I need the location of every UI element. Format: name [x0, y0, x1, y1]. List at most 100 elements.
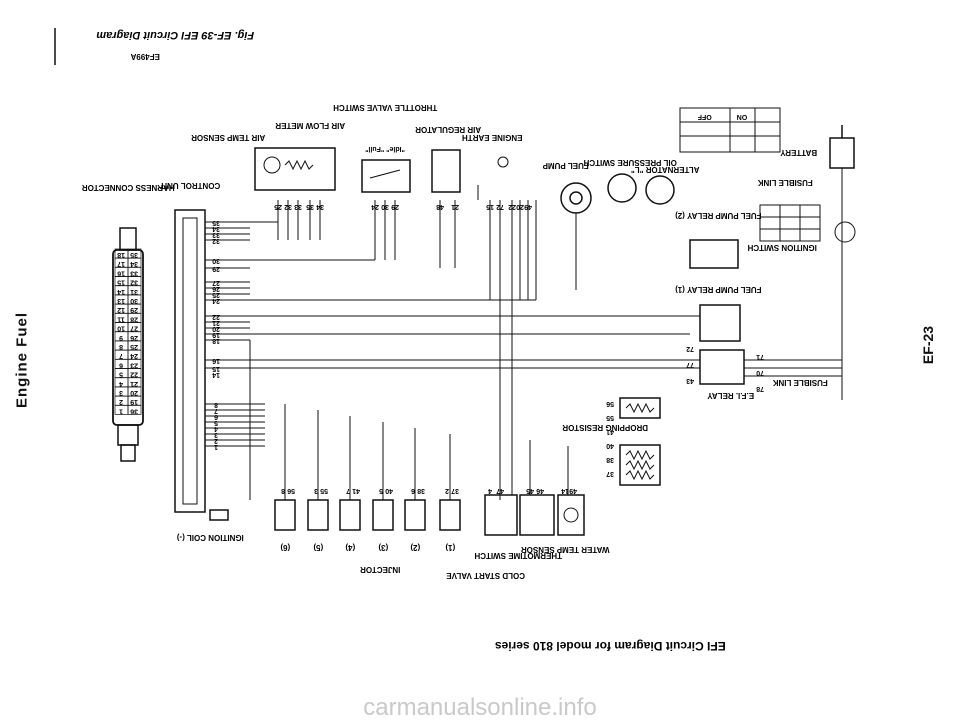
harness-connector: 1817161514131211109876543213534333231302…	[82, 183, 175, 462]
resistor-terminal: 40	[606, 442, 614, 449]
fuel-pump-relay-2: FUEL PUMP RELAY (2)	[675, 211, 762, 269]
harness-pin-number: 6	[119, 361, 123, 368]
oil-pressure-switch-label: OIL PRESSURE SWITCH	[583, 158, 676, 167]
terminal-number-left: 25	[212, 291, 220, 298]
harness-pin-number: 10	[117, 325, 125, 332]
battery-label: BATTERY	[780, 148, 818, 157]
terminal-number-left: 32	[212, 237, 220, 244]
harness-pin-number: 22	[130, 371, 138, 378]
terminal-number-left: 26	[212, 285, 220, 292]
terminal-number-bottom: 37	[451, 487, 459, 494]
terminal-number-bottom: 38	[417, 487, 425, 494]
harness-pin-number: 27	[130, 325, 138, 332]
harness-pin-number: 5	[119, 371, 123, 378]
resistor-terminal: 37	[606, 470, 614, 477]
alternator: ALTERNATOR "L"	[631, 165, 699, 205]
relay-terminal: 72	[686, 345, 694, 352]
resistor-terminal: 38	[606, 456, 614, 463]
terminal-number-bottom: 7	[346, 487, 350, 494]
harness-pin-number: 21	[130, 380, 138, 387]
terminal-number-bottom: 8	[281, 487, 285, 494]
terminal-number-bottom: 49	[569, 487, 577, 494]
terminal-number-top: 24	[371, 203, 379, 210]
harness-pin-number: 2	[119, 398, 123, 405]
injector-number: (1)	[445, 543, 455, 552]
engine-earth: ENGINE EARTH	[462, 133, 523, 200]
resistor-terminal: 41	[606, 428, 614, 435]
injector-label: INJECTOR	[360, 565, 401, 574]
harness-pin-number: 20	[130, 389, 138, 396]
terminal-number-bottom: 47	[496, 487, 504, 494]
injector-number: (3)	[378, 543, 388, 552]
fusible-link-top-label: FUSIBLE LINK	[757, 178, 812, 187]
harness-pin-number: 28	[130, 315, 138, 322]
air-regulator-label: AIR REGULATOR	[415, 125, 481, 134]
water-temp-sensor: WATER TEMP SENSOR	[521, 494, 610, 554]
terminal-number-top: 15	[486, 203, 494, 210]
cold-start-valve: COLD START VALVE	[446, 494, 525, 580]
harness-pin-number: 11	[117, 315, 125, 322]
figure-code: EF499A	[130, 52, 160, 61]
terminal-number-top: 30	[381, 203, 389, 210]
terminal-number-top: 22	[508, 203, 516, 210]
terminal-number-top: 34	[316, 203, 324, 210]
ignition-switch: IGNITION SWITCH	[747, 204, 856, 252]
watermark: carmanualsonline.info	[363, 694, 597, 721]
throttle-valve-switch: "Idle" "Full" THROTTLE VALVE SWITCH	[333, 103, 437, 193]
harness-pin-number: 16	[117, 269, 125, 276]
terminal-number-top: 32	[284, 203, 292, 210]
terminal-number-bottom: 41	[352, 487, 360, 494]
harness-pin-number: 30	[130, 297, 138, 304]
terminal-number-left: 35	[212, 219, 220, 226]
relay-terminal: 43	[686, 377, 694, 384]
dropping-resistor-label: DROPPING RESISTOR	[562, 423, 648, 432]
alternator-status-table: OFF ON	[679, 107, 781, 153]
terminal-number-left: 3	[214, 431, 218, 438]
ignition-coil: IGNITION COIL (-)	[177, 509, 244, 542]
table-on: ON	[737, 113, 748, 120]
terminal-number-top: 48	[436, 203, 444, 210]
terminal-number-left: 27	[212, 279, 220, 286]
terminal-number-bottom: 46	[536, 487, 544, 494]
terminal-number-left: 34	[212, 225, 220, 232]
injector-number: (6)	[280, 543, 290, 552]
fuel-pump-label: FUEL PUMP	[542, 161, 589, 170]
thermotime-switch-label: THERMOTIME SWITCH	[474, 551, 562, 560]
air-flow-meter-label: AIR FLOW METER	[275, 121, 345, 130]
harness-pin-number: 14	[117, 288, 125, 295]
terminal-number-top: 20	[516, 203, 524, 210]
harness-pin-number: 18	[117, 251, 125, 258]
terminal-number-left: 4	[214, 425, 218, 432]
throttle-switch-label: THROTTLE VALVE SWITCH	[333, 103, 437, 112]
engine-earth-label: ENGINE EARTH	[462, 133, 523, 142]
harness-pin-number: 4	[119, 380, 123, 387]
relay-terminal: 78	[756, 385, 764, 392]
figure-caption: Fig. EF-39 EFI Circuit Diagram	[96, 29, 254, 41]
terminal-number-bottom: 45	[526, 487, 534, 494]
harness-pin-number: 32	[130, 279, 138, 286]
terminal-number-left: 30	[212, 257, 220, 264]
page-title: EFI Circuit Diagram for model 810 series	[495, 639, 726, 653]
terminal-number-bottom: 2	[445, 487, 449, 494]
oil-pressure-switch: OIL PRESSURE SWITCH	[583, 158, 677, 203]
fusible-link-lower-label: FUSIBLE LINK	[772, 378, 827, 387]
fuel-pump-relay-1-label: FUEL PUMP RELAY (1)	[675, 285, 762, 294]
injector-number: (4)	[345, 543, 355, 552]
resistor-terminal: 56	[606, 400, 614, 407]
terminal-number-left: 8	[214, 401, 218, 408]
terminal-number-left: 33	[212, 231, 220, 238]
terminal-number-left: 15	[212, 365, 220, 372]
ignition-switch-label: IGNITION SWITCH	[747, 243, 817, 252]
terminal-number-bottom: 40	[385, 487, 393, 494]
terminal-number-bottom: 55	[320, 487, 328, 494]
control-unit-label: CONTROL UNIT	[160, 181, 220, 190]
harness-pin-number: 33	[130, 269, 138, 276]
terminal-number-bottom: 56	[287, 487, 295, 494]
harness-pin-number: 8	[119, 343, 123, 350]
terminal-number-left: 29	[212, 265, 220, 272]
terminal-number-left: 5	[214, 419, 218, 426]
terminal-number-top: 21	[451, 203, 459, 210]
